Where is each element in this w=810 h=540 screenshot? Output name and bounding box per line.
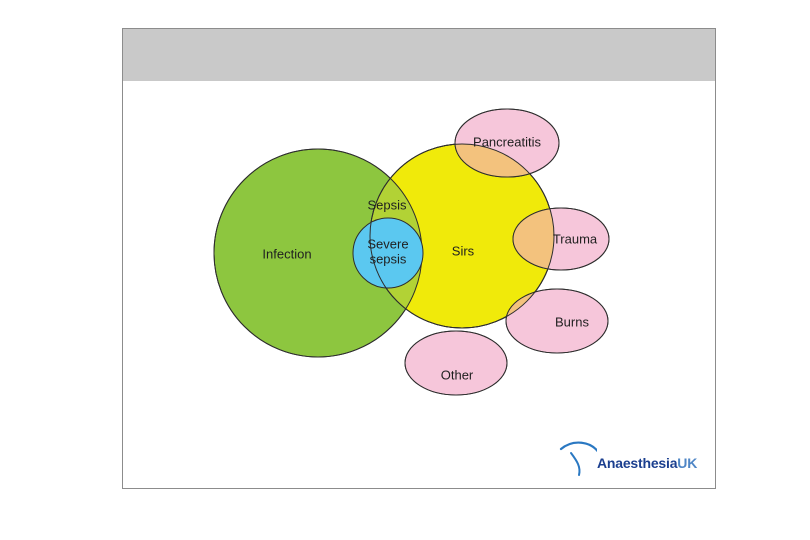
infection-label: Infection — [262, 246, 311, 261]
sirs-label: Sirs — [452, 243, 475, 258]
severe-sepsis-label-line1: Severe — [367, 236, 408, 251]
other-label: Other — [441, 367, 474, 382]
sepsis-venn-diagram: Infection Sepsis Severe sepsis Sirs Panc… — [213, 108, 610, 396]
logo-wordmark: AnaesthesiaUK — [597, 455, 697, 471]
logo-main-text: Anaesthesia — [597, 455, 678, 471]
anaesthesia-uk-logo: AnaesthesiaUK — [557, 439, 715, 479]
logo-uk-text: UK — [677, 455, 698, 471]
pancreatitis-label: Pancreatitis — [473, 134, 541, 149]
slide: Infection Sepsis Severe sepsis Sirs Panc… — [122, 28, 716, 489]
trauma-label: Trauma — [553, 231, 598, 246]
burns-label: Burns — [555, 314, 589, 329]
sepsis-label: Sepsis — [367, 197, 407, 212]
slide-header-bar — [123, 29, 715, 81]
swoosh-icon — [559, 441, 597, 476]
severe-sepsis-label-line2: sepsis — [370, 251, 407, 266]
